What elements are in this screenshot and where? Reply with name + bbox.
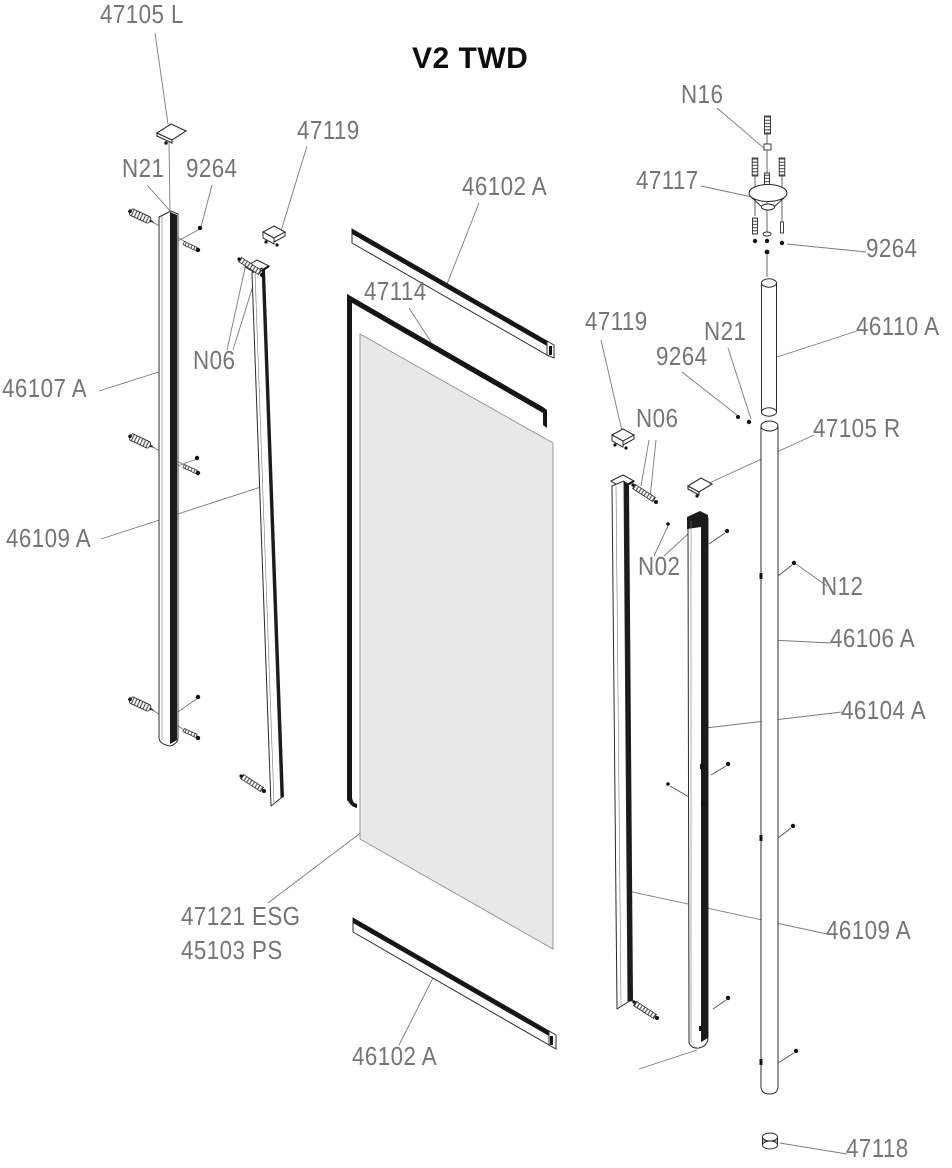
- part-label-47105-r: 47105 R: [813, 413, 901, 443]
- part-label-46107a: 46107 A: [2, 373, 88, 403]
- clip-47119-left: [261, 225, 287, 247]
- part-label-46104a: 46104 A: [841, 695, 927, 725]
- part-label-46102a-bottom: 46102 A: [352, 1041, 438, 1071]
- wall-anchor-bottom: [128, 696, 155, 712]
- part-label-n06-right: N06: [636, 403, 679, 433]
- wall-anchor-mid: [128, 433, 155, 449]
- part-label-46109a-left: 46109 A: [6, 523, 92, 553]
- part-label-n06-left: N06: [193, 345, 236, 375]
- cap-47105-l: [155, 123, 188, 145]
- part-label-47118: 47118: [846, 1133, 909, 1163]
- part-label-n16: N16: [681, 79, 724, 109]
- rail-bottom-46102a: [352, 917, 557, 1050]
- screws-left: [182, 225, 203, 741]
- part-label-46110a: 46110 A: [856, 311, 940, 341]
- part-label-n21-left: N21: [122, 153, 165, 183]
- wall-profile-46107a: [158, 210, 179, 747]
- flange-47117: [748, 184, 788, 211]
- part-label-47121-esg: 47121 ESG: [181, 901, 301, 931]
- wall-profile-46104a: [687, 511, 709, 1049]
- part-label-n21-right: N21: [704, 316, 747, 346]
- foot-47118: [762, 1132, 778, 1150]
- screw-n21-dot: [746, 419, 752, 425]
- part-label-47117: 47117: [636, 165, 699, 195]
- cover-profile-46109a-left: [237, 256, 284, 807]
- part-label-45103-ps: 45103 PS: [181, 935, 283, 965]
- glass-panel-47121: [359, 333, 554, 950]
- leader-lines: [98, 32, 867, 1155]
- part-label-46109a-right: 46109 A: [826, 915, 912, 945]
- screws-right: [666, 522, 799, 1064]
- tube-lower-46106a: [759, 420, 779, 1095]
- part-label-9264-top-right: 9264: [866, 233, 918, 263]
- part-label-n02: N02: [638, 551, 681, 581]
- part-label-47105-l: 47105 L: [100, 0, 184, 29]
- part-label-9264-mid-right: 9264: [656, 341, 708, 371]
- screw-9264-dot: [736, 415, 740, 419]
- part-label-n12: N12: [821, 571, 864, 601]
- seal-47114: [347, 294, 547, 808]
- rail-top-46102a: [351, 228, 555, 359]
- part-label-46102a-top: 46102 A: [462, 171, 548, 201]
- clip-47119-right: [610, 428, 636, 450]
- part-label-47119-right: 47119: [585, 306, 648, 336]
- part-label-46106a: 46106 A: [830, 623, 916, 653]
- part-label-9264-left: 9264: [186, 153, 238, 183]
- wall-anchor-top: [128, 208, 155, 224]
- cap-47105-r: [686, 477, 714, 498]
- cover-profile-46109a-right: [609, 474, 659, 1020]
- diagram-title: V2 TWD: [412, 42, 529, 75]
- part-label-47114: 47114: [364, 276, 427, 306]
- part-label-47119-left: 47119: [297, 115, 360, 145]
- tube-upper-46110a: [761, 278, 777, 417]
